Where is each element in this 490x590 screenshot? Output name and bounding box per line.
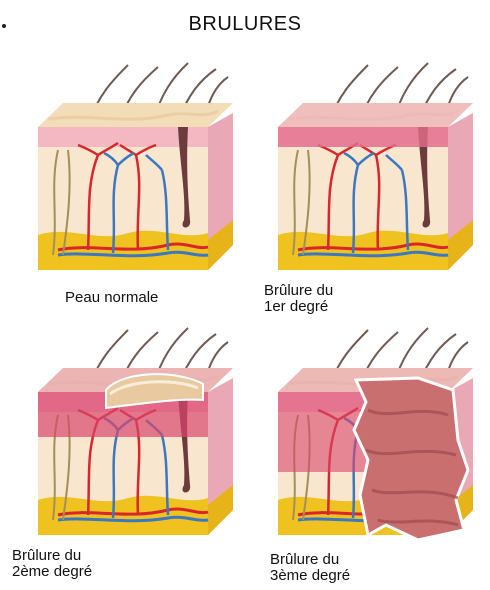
- caption-second-degree: Brûlure du 2ème degré: [12, 548, 92, 580]
- caption-first-line-1: Brûlure du: [264, 283, 333, 299]
- second-degree-illustration: [28, 320, 233, 550]
- caption-first-degree: Brûlure du 1er degré: [264, 283, 333, 315]
- wound-icon: [354, 378, 468, 540]
- caption-normal-line-1: Peau normale: [65, 290, 158, 306]
- normal-skin-illustration: [28, 55, 233, 285]
- caption-second-line-2: 2ème degré: [12, 564, 92, 580]
- first-degree-illustration: [268, 55, 473, 285]
- caption-third-degree: Brûlure du 3ème degré: [270, 552, 350, 584]
- caption-third-line-1: Brûlure du: [270, 552, 350, 568]
- third-degree-illustration: [268, 320, 473, 550]
- panel-third-degree: [268, 320, 473, 550]
- panel-normal-skin: [28, 55, 233, 285]
- page-title: BRULURES: [0, 13, 490, 36]
- caption-third-line-2: 3ème degré: [270, 568, 350, 584]
- caption-normal: Peau normale: [65, 290, 158, 306]
- caption-second-line-1: Brûlure du: [12, 548, 92, 564]
- panel-second-degree: [28, 320, 233, 550]
- panel-first-degree: [268, 55, 473, 285]
- caption-first-line-2: 1er degré: [264, 299, 333, 315]
